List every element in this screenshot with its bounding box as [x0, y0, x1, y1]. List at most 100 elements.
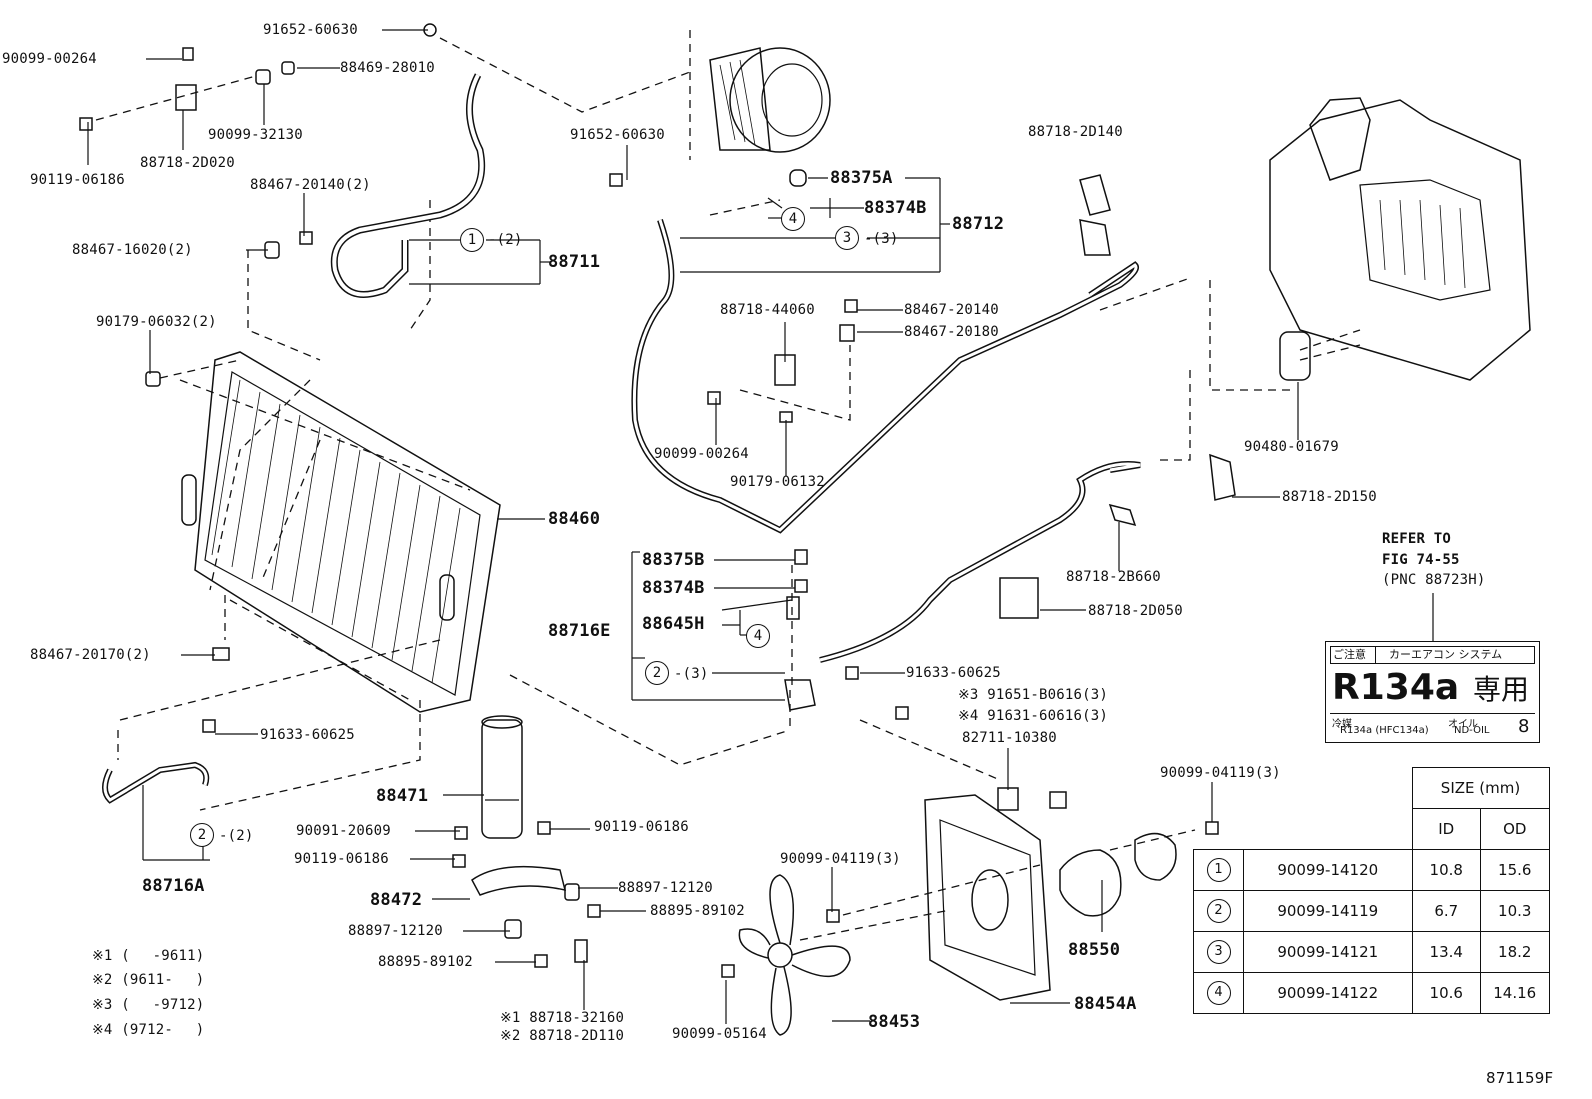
date-note-3: ※3 ( -9712) [92, 997, 205, 1013]
heater-unit-artwork [1269, 97, 1531, 381]
size-row-part[interactable]: 90099-14122 [1243, 972, 1413, 1014]
size-row-mark: 1 [1206, 858, 1231, 882]
fan-blade-artwork [738, 874, 851, 1036]
oring-marker-2-b[interactable]: 2 [190, 823, 214, 847]
oring-marker-1-qty: -(2) [488, 232, 523, 248]
part-label-88718-2D050[interactable]: 88718-2D050 [1088, 603, 1183, 619]
part-label-90480-01679[interactable]: 90480-01679 [1244, 439, 1339, 455]
part-label-90119-06186[interactable]: 90119-06186 [30, 172, 125, 188]
part-label-88712[interactable]: 88712 [952, 214, 1005, 234]
part-label-90099-05164[interactable]: 90099-05164 [672, 1026, 767, 1042]
size-row-od: 10.3 [1480, 890, 1550, 932]
part-label-90179-06132[interactable]: 90179-06132 [730, 474, 825, 490]
part-label-88718-44060[interactable]: 88718-44060 [720, 302, 815, 318]
part-label-91651-B0616[interactable]: ※3 91651-B0616(3) [958, 687, 1108, 703]
part-label-90179-06032-qty2[interactable]: 90179-06032(2) [96, 314, 217, 330]
size-row-part[interactable]: 90099-14119 [1243, 890, 1413, 932]
part-label-90099-04119-qty3-b[interactable]: 90099-04119(3) [780, 851, 901, 867]
size-row-mark: 3 [1206, 940, 1231, 964]
size-table-header-row: ID OD [1194, 808, 1550, 850]
part-label-91652-60630[interactable]: 91652-60630 [263, 22, 358, 38]
part-label-88453[interactable]: 88453 [868, 1012, 921, 1032]
size-row-id: 6.7 [1411, 890, 1481, 932]
part-label-91652-60630-b[interactable]: 91652-60630 [570, 127, 665, 143]
size-row-part[interactable]: 90099-14121 [1243, 931, 1413, 973]
label-plate-system: カーエアコン システム [1389, 648, 1503, 661]
part-label-91633-60625-b[interactable]: 91633-60625 [260, 727, 355, 743]
part-label-88375A[interactable]: 88375A [830, 168, 893, 188]
part-label-88472[interactable]: 88472 [370, 890, 423, 910]
refer-note-line2: FIG 74-55 [1382, 552, 1460, 568]
part-label-90099-00264-b[interactable]: 90099-00264 [654, 446, 749, 462]
size-table-col-od: OD [1480, 808, 1550, 850]
oring-marker-1[interactable]: 1 [460, 228, 484, 252]
part-label-88895-89102-b[interactable]: 88895-89102 [378, 954, 473, 970]
part-label-88897-12120[interactable]: 88897-12120 [618, 880, 713, 896]
table-row: 4 90099-14122 10.6 14.16 [1193, 972, 1550, 1014]
part-label-88550[interactable]: 88550 [1068, 940, 1121, 960]
part-label-88467-20140[interactable]: 88467-20140 [904, 302, 999, 318]
part-label-88716A[interactable]: 88716A [142, 876, 205, 896]
size-row-od: 18.2 [1480, 931, 1550, 973]
part-label-88471[interactable]: 88471 [376, 786, 429, 806]
part-label-88897-12120-b[interactable]: 88897-12120 [348, 923, 443, 939]
part-label-88374B[interactable]: 88374B [864, 198, 927, 218]
oring-marker-2-a-qty: -(3) [674, 666, 709, 682]
oring-marker-2-b-qty: -(2) [219, 828, 254, 844]
leader-lines [87, 29, 1434, 1024]
part-label-88711[interactable]: 88711 [548, 252, 601, 272]
size-table-title: SIZE (mm) [1411, 767, 1550, 809]
part-label-90099-04119-qty3[interactable]: 90099-04119(3) [1160, 765, 1281, 781]
part-label-91633-60625[interactable]: 91633-60625 [906, 665, 1001, 681]
part-label-88718-2D140[interactable]: 88718-2D140 [1028, 124, 1123, 140]
part-label-88467-16020-qty2[interactable]: 88467-16020(2) [72, 242, 193, 258]
table-row: 3 90099-14121 13.4 18.2 [1193, 931, 1550, 973]
part-label-90091-20609[interactable]: 90091-20609 [296, 823, 391, 839]
oring-marker-3-qty: -(3) [864, 231, 899, 247]
date-note-4: ※4 (9712- ) [92, 1022, 205, 1038]
part-label-88718-2D150[interactable]: 88718-2D150 [1282, 489, 1377, 505]
part-label-88718-32160[interactable]: ※1 88718-32160 [500, 1010, 625, 1026]
part-label-88375B[interactable]: 88375B [642, 550, 705, 570]
part-label-88718-2B660[interactable]: 88718-2B660 [1066, 569, 1161, 585]
size-row-part[interactable]: 90099-14120 [1243, 849, 1413, 891]
part-label-90119-06186-b[interactable]: 90119-06186 [594, 819, 689, 835]
oring-marker-3[interactable]: 3 [835, 226, 859, 250]
part-label-88718-2D110[interactable]: ※2 88718-2D110 [500, 1028, 625, 1044]
part-label-91631-60616[interactable]: ※4 91631-60616(3) [958, 708, 1108, 724]
part-label-82711-10380[interactable]: 82711-10380 [962, 730, 1057, 746]
part-label-88716E[interactable]: 88716E [548, 621, 611, 641]
oring-size-table: SIZE (mm) ID OD 1 90099-14120 10.8 15.6 … [1193, 767, 1550, 1014]
refer-note-line1: REFER TO [1382, 531, 1452, 547]
oring-marker-2-a[interactable]: 2 [645, 661, 669, 685]
table-row: 2 90099-14119 6.7 10.3 [1193, 890, 1550, 932]
part-label-90119-06186-c[interactable]: 90119-06186 [294, 851, 389, 867]
size-row-od: 15.6 [1480, 849, 1550, 891]
oring-marker-4-b[interactable]: 4 [746, 624, 770, 648]
compressor-artwork [709, 47, 831, 153]
part-label-88645H[interactable]: 88645H [642, 614, 705, 634]
part-label-88469-28010[interactable]: 88469-28010 [340, 60, 435, 76]
part-label-88895-89102[interactable]: 88895-89102 [650, 903, 745, 919]
table-row: 1 90099-14120 10.8 15.6 [1193, 849, 1550, 891]
part-label-88467-20180[interactable]: 88467-20180 [904, 324, 999, 340]
part-label-88467-20140-qty2[interactable]: 88467-20140(2) [250, 177, 371, 193]
part-label-88460[interactable]: 88460 [548, 509, 601, 529]
part-label-88718-2D020[interactable]: 88718-2D020 [140, 155, 235, 171]
part-label-88374B-b[interactable]: 88374B [642, 578, 705, 598]
part-label-90099-32130[interactable]: 90099-32130 [208, 127, 303, 143]
label-plate-oil-number: 8 [1518, 716, 1530, 737]
label-plate-coolant-value: R134a (HFC134a) [1340, 725, 1429, 736]
oring-marker-4[interactable]: 4 [781, 207, 805, 231]
receiver-drier-artwork [471, 715, 567, 896]
fan-shroud-artwork [924, 794, 1177, 1001]
part-label-88467-20170-qty2[interactable]: 88467-20170(2) [30, 647, 151, 663]
label-plate-oil-value: ND-OIL [1454, 725, 1490, 736]
part-label-88454A[interactable]: 88454A [1074, 994, 1137, 1014]
size-row-id: 13.4 [1411, 931, 1481, 973]
part-label-90099-00264[interactable]: 90099-00264 [2, 51, 97, 67]
refrigerant-label-plate[interactable]: ご注意 カーエアコン システム R134a 専用 冷媒 R134a (HFC13… [1325, 641, 1540, 743]
size-row-id: 10.6 [1411, 972, 1481, 1014]
label-plate-header: ご注意 カーエアコン システム [1330, 646, 1535, 664]
